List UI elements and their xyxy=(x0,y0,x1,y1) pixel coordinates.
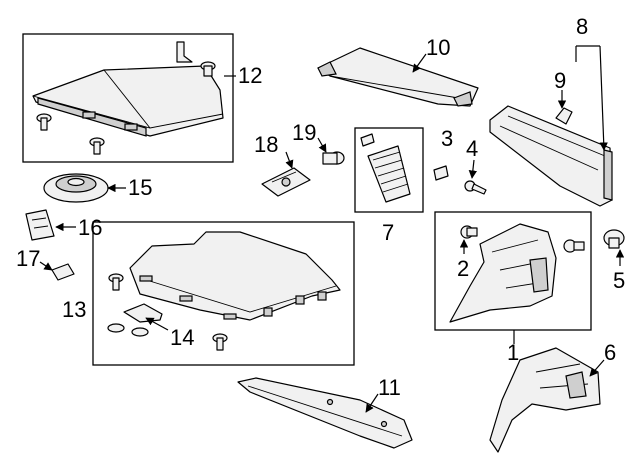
callout-8: 8 xyxy=(576,14,588,39)
callout-14: 14 xyxy=(170,325,194,350)
callout-18: 18 xyxy=(254,132,278,157)
callout-17: 17 xyxy=(16,246,40,271)
callout-7: 7 xyxy=(382,220,394,245)
clip-fastener-13a xyxy=(108,273,124,291)
rear-trim-panel xyxy=(317,47,479,107)
wheelhouse-liner-6 xyxy=(489,347,601,453)
leader-6 xyxy=(589,359,605,377)
cargo-hook-18 xyxy=(261,167,311,197)
leader-14 xyxy=(145,317,169,331)
clip-17 xyxy=(51,263,75,281)
cargo-cover-panel xyxy=(32,65,224,137)
callout-4: 4 xyxy=(466,136,478,161)
clip-3 xyxy=(433,165,449,181)
callout-6: 6 xyxy=(604,340,616,365)
leader-4 xyxy=(468,159,478,179)
clip-fastener-12a xyxy=(200,61,216,77)
cargo-floor-board-13 xyxy=(129,231,341,321)
callout-13: 13 xyxy=(62,297,86,322)
callout-5: 5 xyxy=(613,268,625,293)
frame-group-7 xyxy=(354,127,424,213)
leader-18 xyxy=(285,151,294,169)
clip-fastener-12b xyxy=(36,113,52,131)
screw-4 xyxy=(464,180,487,195)
frame-group-1 xyxy=(434,211,592,331)
clip-fastener-2 xyxy=(460,225,478,239)
clip-fastener-12c xyxy=(89,137,105,155)
frame-group-12 xyxy=(22,33,234,163)
side-trim-panel xyxy=(489,105,613,207)
label-plate-16 xyxy=(25,209,55,241)
callout-10: 10 xyxy=(426,35,450,60)
callout-12: 12 xyxy=(238,63,262,88)
hook-bracket-14 xyxy=(107,303,163,337)
frame-group-13 xyxy=(92,221,355,366)
callout-3: 3 xyxy=(441,126,453,151)
leader-19 xyxy=(317,137,327,153)
vent-grille-7 xyxy=(360,133,411,203)
quarter-trim-1 xyxy=(449,223,557,323)
plug-cap-19 xyxy=(322,151,345,165)
leader-11 xyxy=(365,393,379,413)
callout-19: 19 xyxy=(292,120,316,145)
leader-10 xyxy=(412,53,427,73)
cover-bracket xyxy=(176,41,193,63)
leader-8-right xyxy=(599,45,608,151)
callout-9: 9 xyxy=(554,68,566,93)
clip-fastener-13b xyxy=(212,333,228,351)
callout-15: 15 xyxy=(128,175,152,200)
trim-clip-9 xyxy=(555,107,573,125)
leader-17 xyxy=(39,261,53,271)
spare-tire-holder-15 xyxy=(43,173,109,203)
clip-fastener-5 xyxy=(603,229,625,249)
callout-2: 2 xyxy=(457,256,469,281)
sill-trim-11 xyxy=(237,377,413,449)
callout-1: 1 xyxy=(507,340,519,365)
callout-11: 11 xyxy=(378,375,401,400)
clip-fastener-1b xyxy=(563,239,585,253)
callout-16: 16 xyxy=(78,215,102,240)
